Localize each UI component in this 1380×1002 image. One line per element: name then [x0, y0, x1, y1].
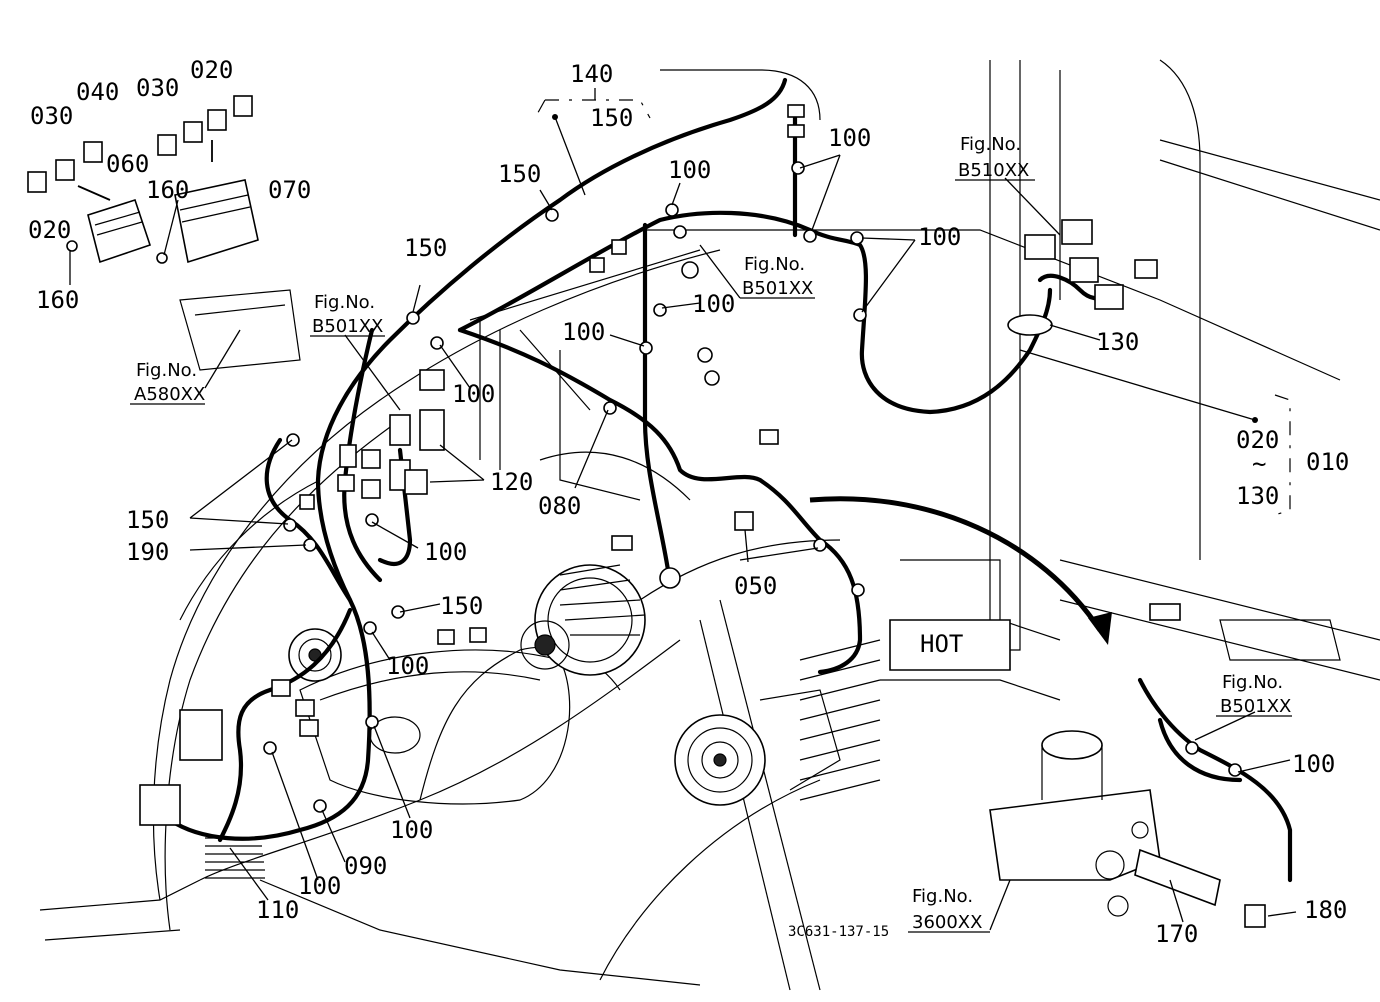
figure-references: Fig.No. B510XX Fig.No. B501XX Fig.No. B5…: [130, 134, 1292, 933]
label-160-a: 160: [146, 176, 189, 204]
headlight: [299, 649, 571, 805]
label-070: 070: [268, 176, 311, 204]
label-150-b: 150: [404, 234, 447, 262]
label-170: 170: [1155, 920, 1198, 948]
label-020-right: 020: [1236, 426, 1279, 454]
label-100-f: 100: [452, 380, 495, 408]
relay-cluster: [337, 369, 445, 499]
label-150-a: 150: [498, 160, 541, 188]
fig-b501-c-code: B501XX: [1220, 696, 1291, 717]
label-060: 060: [106, 150, 149, 178]
label-150-c: 150: [126, 506, 169, 534]
fig-b501-c-title: Fig.No.: [1222, 672, 1283, 693]
fig-b501-a-title: Fig.No.: [744, 254, 805, 275]
label-010: 010: [1306, 448, 1349, 476]
label-160-b: 160: [36, 286, 79, 314]
label-100-e: 100: [562, 318, 605, 346]
label-050: 050: [734, 572, 777, 600]
main-harness: [167, 77, 1293, 883]
label-100-b: 100: [668, 156, 711, 184]
fig-b501-b-title: Fig.No.: [314, 292, 375, 313]
label-150-d: 150: [440, 592, 483, 620]
label-100-k: 100: [298, 872, 341, 900]
label-110: 110: [256, 896, 299, 924]
fig-a580-code: A580XX: [134, 384, 205, 405]
label-020-left: 020: [28, 216, 71, 244]
label-030-top: 030: [136, 74, 179, 102]
label-tilde: ~: [1252, 450, 1266, 478]
label-130-right: 130: [1236, 482, 1279, 510]
label-100-g: 100: [424, 538, 467, 566]
hot-warning-plate: HOT: [889, 619, 1011, 671]
fig-b501-b-code: B501XX: [312, 316, 383, 337]
pulley: [288, 628, 342, 682]
label-090: 090: [344, 852, 387, 880]
fig-3600-title: Fig.No.: [912, 886, 973, 907]
leader-lines: [69, 116, 1297, 931]
fig-b510-code: B510XX: [958, 160, 1029, 181]
label-190: 190: [126, 538, 169, 566]
label-100-d: 100: [692, 290, 735, 318]
label-100-j: 100: [390, 816, 433, 844]
water-outlet: [989, 730, 1161, 917]
label-040: 040: [76, 78, 119, 106]
label-020-top: 020: [190, 56, 233, 84]
ac-compressor: [674, 689, 841, 806]
hot-label: HOT: [920, 630, 963, 658]
drawing-number: 3C631-137-15: [788, 924, 889, 940]
fig-a580-title: Fig.No.: [136, 360, 197, 381]
label-140: 140: [570, 60, 613, 88]
label-100-h: 100: [386, 652, 429, 680]
label-030-left: 030: [30, 102, 73, 130]
fig-3600-code: 3600XX: [912, 912, 982, 933]
label-100-a: 100: [828, 124, 871, 152]
label-150-top: 150: [590, 104, 633, 132]
engine-bay-outline: [39, 59, 1380, 991]
direction-arrow: [809, 496, 1112, 645]
label-100-c: 100: [918, 223, 961, 251]
label-180: 180: [1304, 896, 1347, 924]
alternator: [520, 564, 646, 676]
label-120: 120: [490, 468, 533, 496]
fig-b501-a-code: B501XX: [742, 278, 813, 299]
fig-b510-title: Fig.No.: [960, 134, 1021, 155]
label-080: 080: [538, 492, 581, 520]
fuse-blocks: [27, 95, 259, 264]
label-100-i: 100: [1292, 750, 1335, 778]
label-130: 130: [1096, 328, 1139, 356]
part-labels: 020 030 040 030 060 070 160 020 160 140 …: [28, 56, 1349, 948]
connectors: [139, 104, 1266, 928]
